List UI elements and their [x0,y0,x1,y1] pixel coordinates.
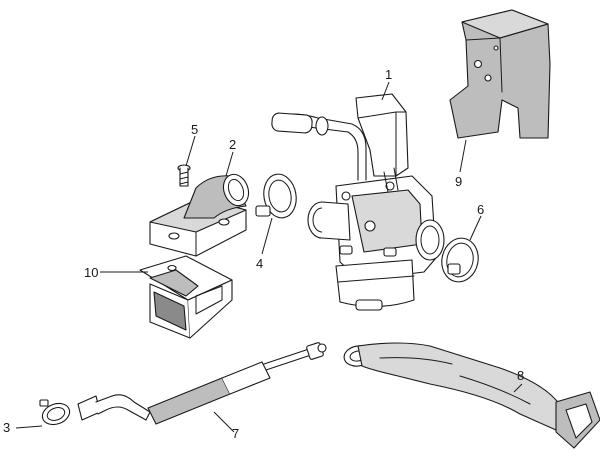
part-6-hose-clamp [441,237,479,283]
callout-6: 6 [477,202,484,217]
part-9-cover [449,9,551,139]
leader-lines [15,81,523,433]
part-3-clamp [39,399,71,426]
callout-3: 3 [3,420,10,435]
callout-1: 1 [385,67,392,82]
callout-9: 9 [455,174,462,189]
part-1-carburetor [271,93,445,311]
part-5-screw [177,164,191,187]
callout-labels: 1 2 3 4 5 6 7 8 9 10 [3,67,524,441]
part-7-throttle-cable [77,342,327,425]
callout-8: 8 [517,368,524,383]
part-10-reed-valve [139,255,233,339]
callout-7: 7 [232,426,239,441]
part-8-air-duct [343,342,600,449]
callout-5: 5 [191,122,198,137]
callout-4: 4 [256,256,263,271]
callout-2: 2 [229,137,236,152]
part-4-hose-clamp [255,173,297,219]
callout-10: 10 [84,265,98,280]
part-2-intake-manifold [149,173,250,257]
